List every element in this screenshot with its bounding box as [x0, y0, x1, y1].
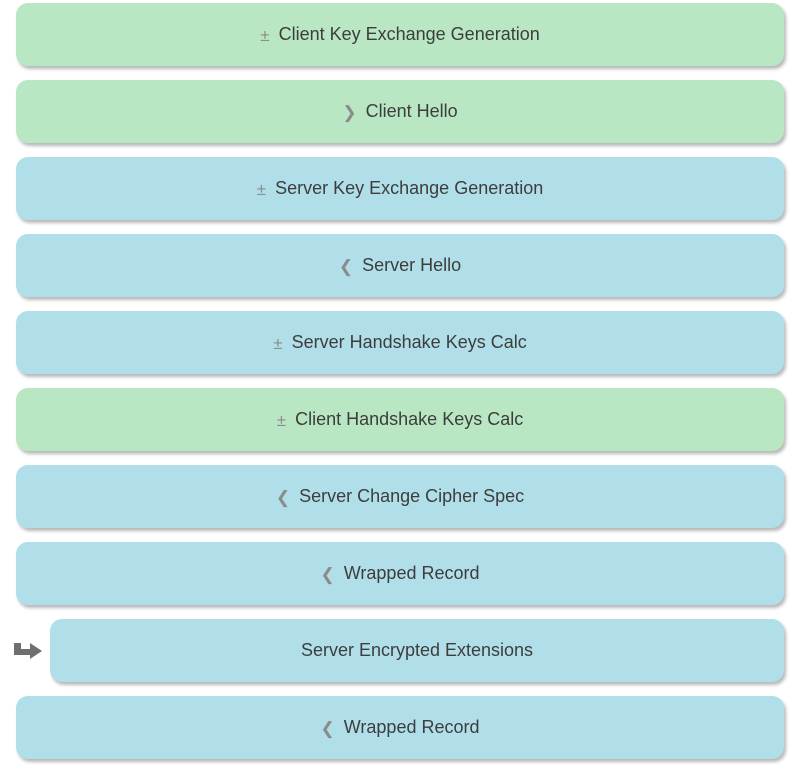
record-row: ❮ Server Hello: [0, 234, 800, 297]
record-row: ❮ Wrapped Record: [0, 542, 800, 605]
chevron-right-icon: ❯: [342, 103, 357, 122]
record-server-hello[interactable]: ❮ Server Hello: [16, 234, 784, 297]
record-row: Server Encrypted Extensions: [0, 619, 800, 682]
record-client-key-exchange-generation[interactable]: ± Client Key Exchange Generation: [16, 3, 784, 66]
record-label: Client Key Exchange Generation: [278, 24, 540, 44]
record-label: Wrapped Record: [343, 717, 480, 737]
chevron-left-icon: ❮: [320, 565, 335, 584]
record-row: ± Server Handshake Keys Calc: [0, 311, 800, 374]
plus-minus-icon: ±: [260, 26, 270, 45]
record-server-key-exchange-generation[interactable]: ± Server Key Exchange Generation: [16, 157, 784, 220]
record-label: Wrapped Record: [343, 563, 480, 583]
record-server-handshake-keys-calc[interactable]: ± Server Handshake Keys Calc: [16, 311, 784, 374]
record-row: ❮ Wrapped Record: [0, 696, 800, 759]
record-label: Server Encrypted Extensions: [300, 640, 534, 660]
record-row: ❯ Client Hello: [0, 80, 800, 143]
record-client-hello[interactable]: ❯ Client Hello: [16, 80, 784, 143]
current-record-arrow-icon: [14, 642, 42, 659]
record-row: ❮ Server Change Cipher Spec: [0, 465, 800, 528]
record-label: Client Hello: [365, 101, 458, 121]
record-server-change-cipher-spec[interactable]: ❮ Server Change Cipher Spec: [16, 465, 784, 528]
record-label: Server Key Exchange Generation: [275, 178, 544, 198]
record-row: ± Client Handshake Keys Calc: [0, 388, 800, 451]
record-label: Client Handshake Keys Calc: [295, 409, 524, 429]
record-wrapped-record[interactable]: ❮ Wrapped Record: [16, 696, 784, 759]
record-wrapped-record[interactable]: ❮ Wrapped Record: [16, 542, 784, 605]
record-label: Server Handshake Keys Calc: [291, 332, 527, 352]
record-label: Server Change Cipher Spec: [299, 486, 525, 506]
chevron-left-icon: ❮: [275, 488, 291, 507]
chevron-left-icon: ❮: [320, 719, 335, 738]
record-server-encrypted-extensions[interactable]: Server Encrypted Extensions: [50, 619, 784, 682]
record-row: ± Server Key Exchange Generation: [0, 157, 800, 220]
record-client-handshake-keys-calc[interactable]: ± Client Handshake Keys Calc: [16, 388, 784, 451]
record-label: Server Hello: [362, 255, 462, 275]
chevron-left-icon: ❮: [338, 257, 354, 276]
plus-minus-icon: ±: [273, 334, 283, 353]
plus-minus-icon: ±: [276, 411, 287, 430]
plus-minus-icon: ±: [256, 180, 267, 199]
record-row: ± Client Key Exchange Generation: [0, 3, 800, 66]
